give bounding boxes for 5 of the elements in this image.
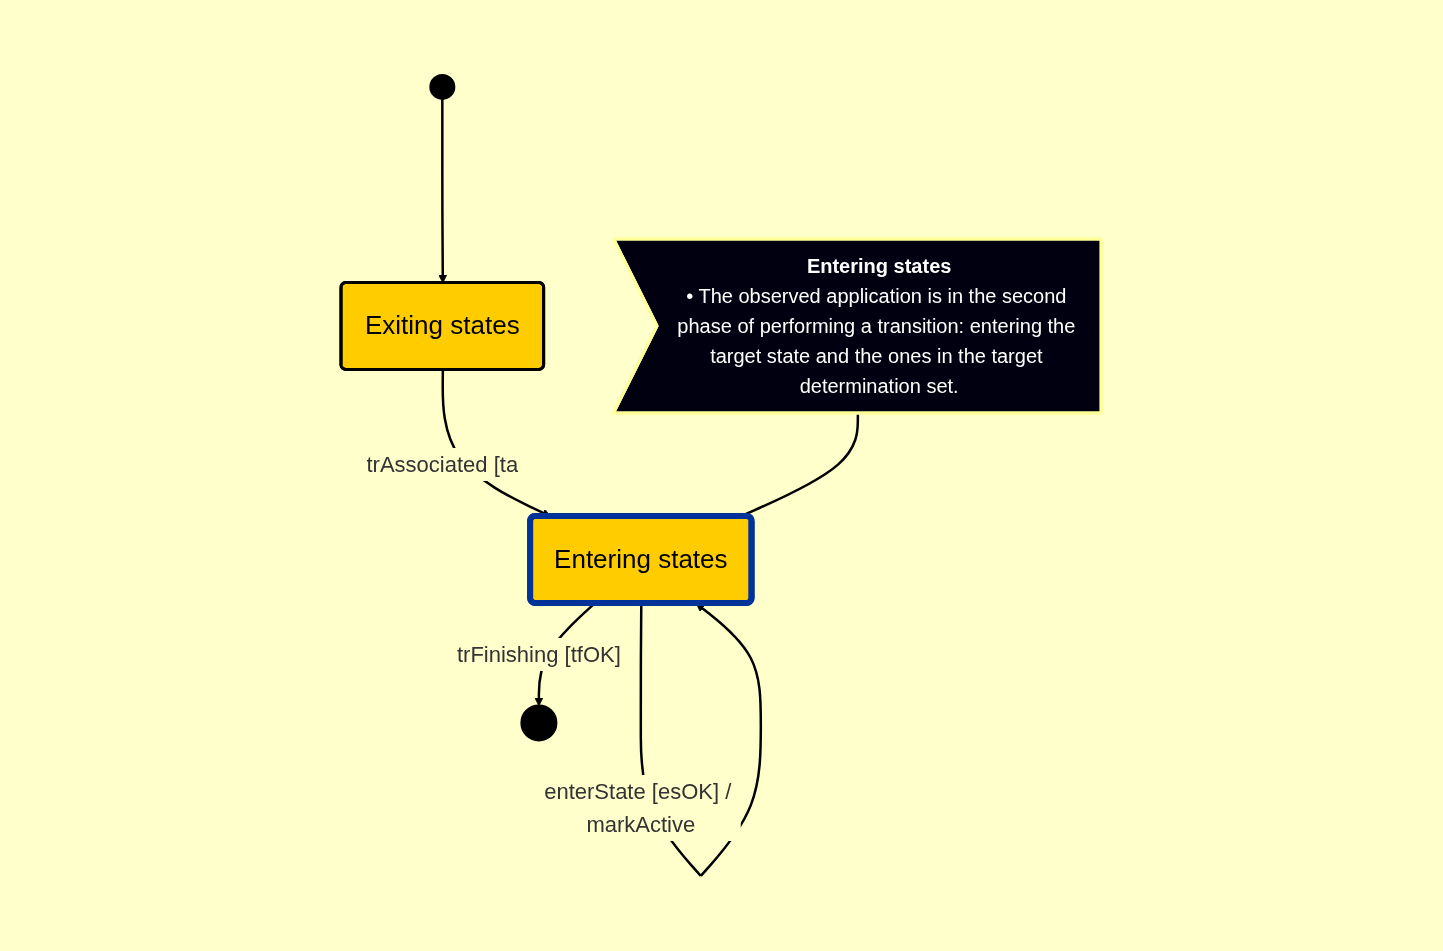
edge-label: trAssociated [ta bbox=[366, 451, 519, 477]
node-circle bbox=[520, 704, 558, 742]
edge-label: trFinishing [tfOK] bbox=[457, 641, 622, 667]
node-circle bbox=[429, 73, 456, 100]
edge-label: enterState [esOK] / markActive bbox=[544, 778, 732, 837]
